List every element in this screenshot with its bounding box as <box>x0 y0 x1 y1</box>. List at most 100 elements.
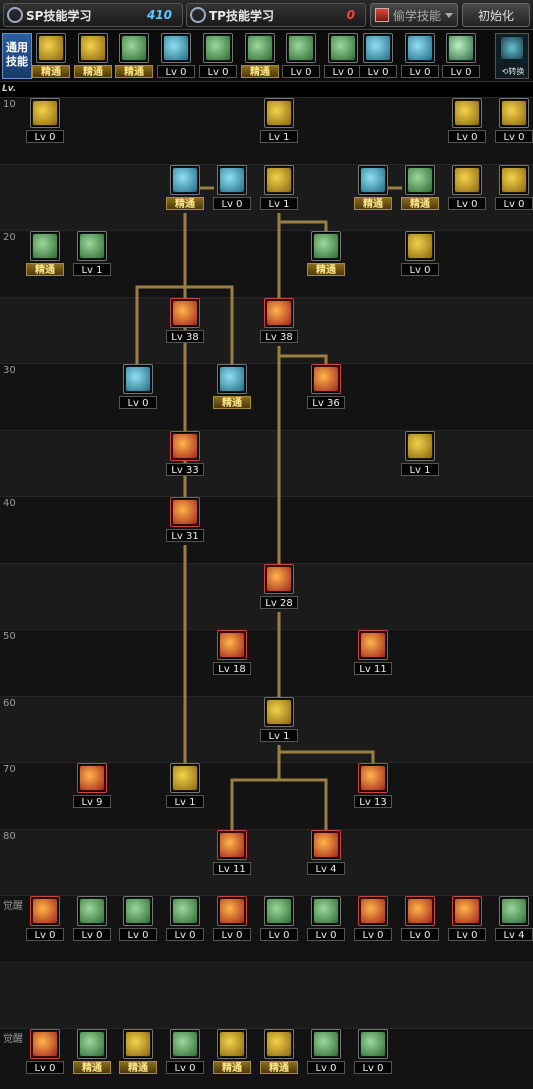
skill-level-label: Lv 1 <box>260 197 298 210</box>
sp-title: SP技能学习 <box>26 8 92 23</box>
skill-icon[interactable] <box>30 896 60 926</box>
skill-mastered-label: 精通 <box>213 396 251 409</box>
reset-button[interactable]: 初始化 <box>462 3 530 27</box>
skill-level-label: Lv 0 <box>166 1061 204 1074</box>
row-level-label: 70 <box>3 764 16 775</box>
skill-icon[interactable] <box>30 231 60 261</box>
skill-icon[interactable] <box>452 98 482 128</box>
skill-icon[interactable] <box>452 165 482 195</box>
skill-icon[interactable] <box>264 896 294 926</box>
skill-icon[interactable] <box>363 33 393 63</box>
skill-icon[interactable] <box>264 564 294 594</box>
skill-icon[interactable] <box>203 33 233 63</box>
skill-icon[interactable] <box>77 231 107 261</box>
skill-icon[interactable] <box>161 33 191 63</box>
skill-icon[interactable] <box>446 33 476 63</box>
skill-icon[interactable] <box>170 431 200 461</box>
skill-icon[interactable] <box>452 896 482 926</box>
skill-icon[interactable] <box>311 896 341 926</box>
skill-art-icon <box>502 168 526 192</box>
skill-art-icon <box>122 36 146 60</box>
skill-level-label: Lv 0 <box>307 928 345 941</box>
skill-icon[interactable] <box>286 33 316 63</box>
skill-icon[interactable] <box>264 165 294 195</box>
skill-icon[interactable] <box>405 231 435 261</box>
skill-icon[interactable] <box>217 630 247 660</box>
skill-icon[interactable] <box>217 1029 247 1059</box>
level-row <box>0 429 533 497</box>
skill-icon[interactable] <box>405 33 435 63</box>
level-row <box>0 496 533 563</box>
skill-level-label: Lv 0 <box>401 263 439 276</box>
skill-icon[interactable] <box>170 497 200 527</box>
skill-icon[interactable] <box>123 364 153 394</box>
steal-skill-dropdown[interactable]: 偷学技能 <box>370 3 458 27</box>
tp-skill-tab[interactable]: TP技能学习 0 <box>186 3 366 27</box>
skill-icon[interactable] <box>170 763 200 793</box>
skill-icon[interactable] <box>358 896 388 926</box>
skill-icon[interactable] <box>36 33 66 63</box>
skill-art-icon <box>173 766 197 790</box>
skill-art-icon <box>126 367 150 391</box>
sp-skill-tab[interactable]: SP技能学习 410 <box>3 3 183 27</box>
skill-icon[interactable] <box>30 1029 60 1059</box>
skill-art-icon <box>33 234 57 258</box>
skill-icon[interactable] <box>77 896 107 926</box>
row-level-label: 10 <box>3 99 16 110</box>
skill-icon[interactable] <box>123 1029 153 1059</box>
skill-icon[interactable] <box>328 33 358 63</box>
skill-level-label: Lv 9 <box>73 795 111 808</box>
skill-icon[interactable] <box>358 1029 388 1059</box>
skill-icon[interactable] <box>77 1029 107 1059</box>
skill-level-label: Lv 0 <box>199 65 237 78</box>
swap-button[interactable]: ⟲转换 <box>495 33 529 79</box>
skill-art-icon <box>173 899 197 923</box>
skill-icon[interactable] <box>405 431 435 461</box>
skill-art-icon <box>173 301 197 325</box>
skill-icon[interactable] <box>245 33 275 63</box>
skill-level-label: Lv 0 <box>166 928 204 941</box>
skill-icon[interactable] <box>311 364 341 394</box>
skill-icon[interactable] <box>217 364 247 394</box>
skill-icon[interactable] <box>77 763 107 793</box>
skill-icon[interactable] <box>499 98 529 128</box>
skill-art-icon <box>173 500 197 524</box>
top-bar: SP技能学习 410 TP技能学习 0 偷学技能 初始化 <box>0 0 533 30</box>
skill-icon[interactable] <box>358 630 388 660</box>
skill-icon[interactable] <box>123 896 153 926</box>
skill-art-icon <box>455 899 479 923</box>
skill-level-label: Lv 1 <box>260 130 298 143</box>
skill-connector <box>230 745 281 830</box>
skill-icon[interactable] <box>499 896 529 926</box>
skill-icon[interactable] <box>30 98 60 128</box>
skill-icon[interactable] <box>170 165 200 195</box>
skill-art-icon <box>314 899 338 923</box>
skill-icon[interactable] <box>358 763 388 793</box>
skill-icon[interactable] <box>217 165 247 195</box>
skill-icon[interactable] <box>78 33 108 63</box>
skill-level-label: Lv 0 <box>119 928 157 941</box>
skill-art-icon <box>314 367 338 391</box>
skill-icon[interactable] <box>170 1029 200 1059</box>
skill-icon[interactable] <box>119 33 149 63</box>
level-row <box>0 629 533 696</box>
skill-icon[interactable] <box>217 896 247 926</box>
skill-icon[interactable] <box>264 697 294 727</box>
skill-icon[interactable] <box>358 165 388 195</box>
skill-art-icon <box>173 1032 197 1056</box>
skill-art-icon <box>220 899 244 923</box>
skill-icon[interactable] <box>264 1029 294 1059</box>
skill-icon[interactable] <box>405 165 435 195</box>
skill-icon[interactable] <box>405 896 435 926</box>
skill-icon[interactable] <box>311 1029 341 1059</box>
skill-icon[interactable] <box>499 165 529 195</box>
skill-icon[interactable] <box>311 231 341 261</box>
skill-art-icon <box>267 899 291 923</box>
skill-icon[interactable] <box>170 298 200 328</box>
skill-icon[interactable] <box>217 830 247 860</box>
skill-level-label: Lv 0 <box>354 928 392 941</box>
skill-icon[interactable] <box>311 830 341 860</box>
skill-icon[interactable] <box>264 298 294 328</box>
skill-icon[interactable] <box>170 896 200 926</box>
skill-icon[interactable] <box>264 98 294 128</box>
